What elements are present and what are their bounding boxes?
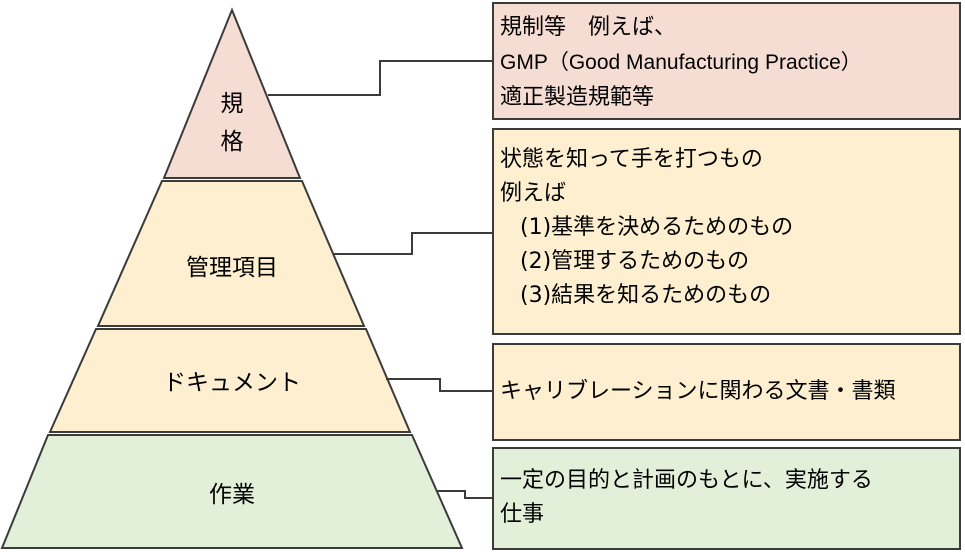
standards-line-1: 規制等 例えば、 [500,15,677,40]
standards-line-3: 適正製造規範等 [500,85,655,110]
documents-text: キャリブレーションに関わる文書・書類 [500,379,896,404]
tier-control-items [96,180,366,327]
work-line-1: 一定の目的と計画のもとに、実施する [500,468,873,493]
control-items-item-2: (2)管理するためのもの [520,249,750,274]
control-items-line-2: 例えば [500,181,567,206]
connector-control-items [333,232,492,255]
standards-line-2: GMP（Good Manufacturing Practice） [500,51,862,74]
tier-standards [162,7,302,179]
documents-description-box: キャリブレーションに関わる文書・書類 [492,343,961,441]
tier-control-items-label: 管理項目 [186,255,278,281]
control-items-item-3: (3)結果を知るためのもの [520,283,772,308]
connector-work [437,490,492,499]
tier-documents-label: ドキュメント [163,370,301,396]
tier-standards-label-1: 規 [221,91,244,117]
tier-standards-label-2: 格 [221,129,244,155]
connector-standards [268,60,492,96]
standards-description-box: 規制等 例えば、 GMP（Good Manufacturing Practice… [492,2,961,120]
control-items-item-1: (1)基準を決めるためのもの [520,215,794,240]
tier-work [0,434,464,549]
work-line-2: 仕事 [500,502,545,527]
control-items-description-box: 状態を知って手を打つもの 例えば (1)基準を決めるためのもの (2)管理するた… [492,128,961,335]
tier-documents [48,328,412,433]
work-description-box: 一定の目的と計画のもとに、実施する 仕事 [492,447,961,550]
connector-documents [386,378,492,392]
tier-work-label: 作業 [209,482,255,508]
control-items-line-1: 状態を知って手を打つもの [500,147,763,172]
